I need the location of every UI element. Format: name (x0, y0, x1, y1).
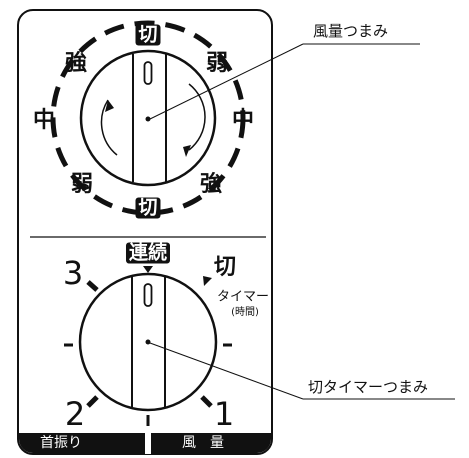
timer-knob-center (145, 339, 151, 345)
timer-hours-label: (時間) (231, 307, 259, 318)
timer-label: タイマー (216, 289, 270, 305)
fan-weak-left-label: 弱 (70, 172, 94, 197)
rotate-arrowhead-right-icon (183, 145, 191, 157)
tick-mark-1 (200, 395, 213, 408)
fan-knob-leader (149, 43, 304, 120)
fan-volume-label: 風 量 (182, 435, 224, 451)
fan-off-top-label: 切 (135, 24, 161, 46)
fan-knob-indicator (143, 61, 153, 85)
timer-mark-3: 3 (62, 254, 84, 292)
rotate-arrowhead-left-icon (105, 100, 114, 112)
timer-mark-2: 2 (64, 395, 86, 433)
fan-knob-callout: 風量つまみ (313, 22, 389, 40)
timer-knob-callout: 切タイマーつまみ (308, 378, 429, 396)
timer-knob-leader (149, 342, 304, 400)
fan-off-bottom-label: 切 (135, 197, 161, 219)
timer-off-label: 切 (213, 255, 237, 280)
continuous-label: 連続 (125, 242, 171, 264)
timer-mark-1: 1 (213, 395, 235, 433)
swing-label: 首振り (40, 435, 82, 451)
fan-medium-right-label: 中 (231, 108, 255, 133)
timer-off-pointer-icon (203, 276, 212, 286)
fan-scale-ring (50, 20, 246, 216)
bottom-bar-separator (145, 430, 151, 454)
rotate-arrow-right-icon (188, 83, 206, 151)
rotate-arrow-left-icon (100, 99, 118, 156)
timer-knob-indicator (143, 283, 153, 307)
fan-medium-left-label: 中 (32, 108, 56, 133)
tick-mark-3 (86, 280, 99, 292)
fan-knob-center (145, 116, 151, 122)
fan-weak-right-label: 弱 (205, 51, 229, 76)
fan-strong-right-label: 強 (199, 172, 223, 197)
continuous-pointer-icon (143, 266, 153, 273)
tick-mark-2 (86, 395, 99, 408)
fan-strong-left-label: 強 (64, 51, 88, 76)
